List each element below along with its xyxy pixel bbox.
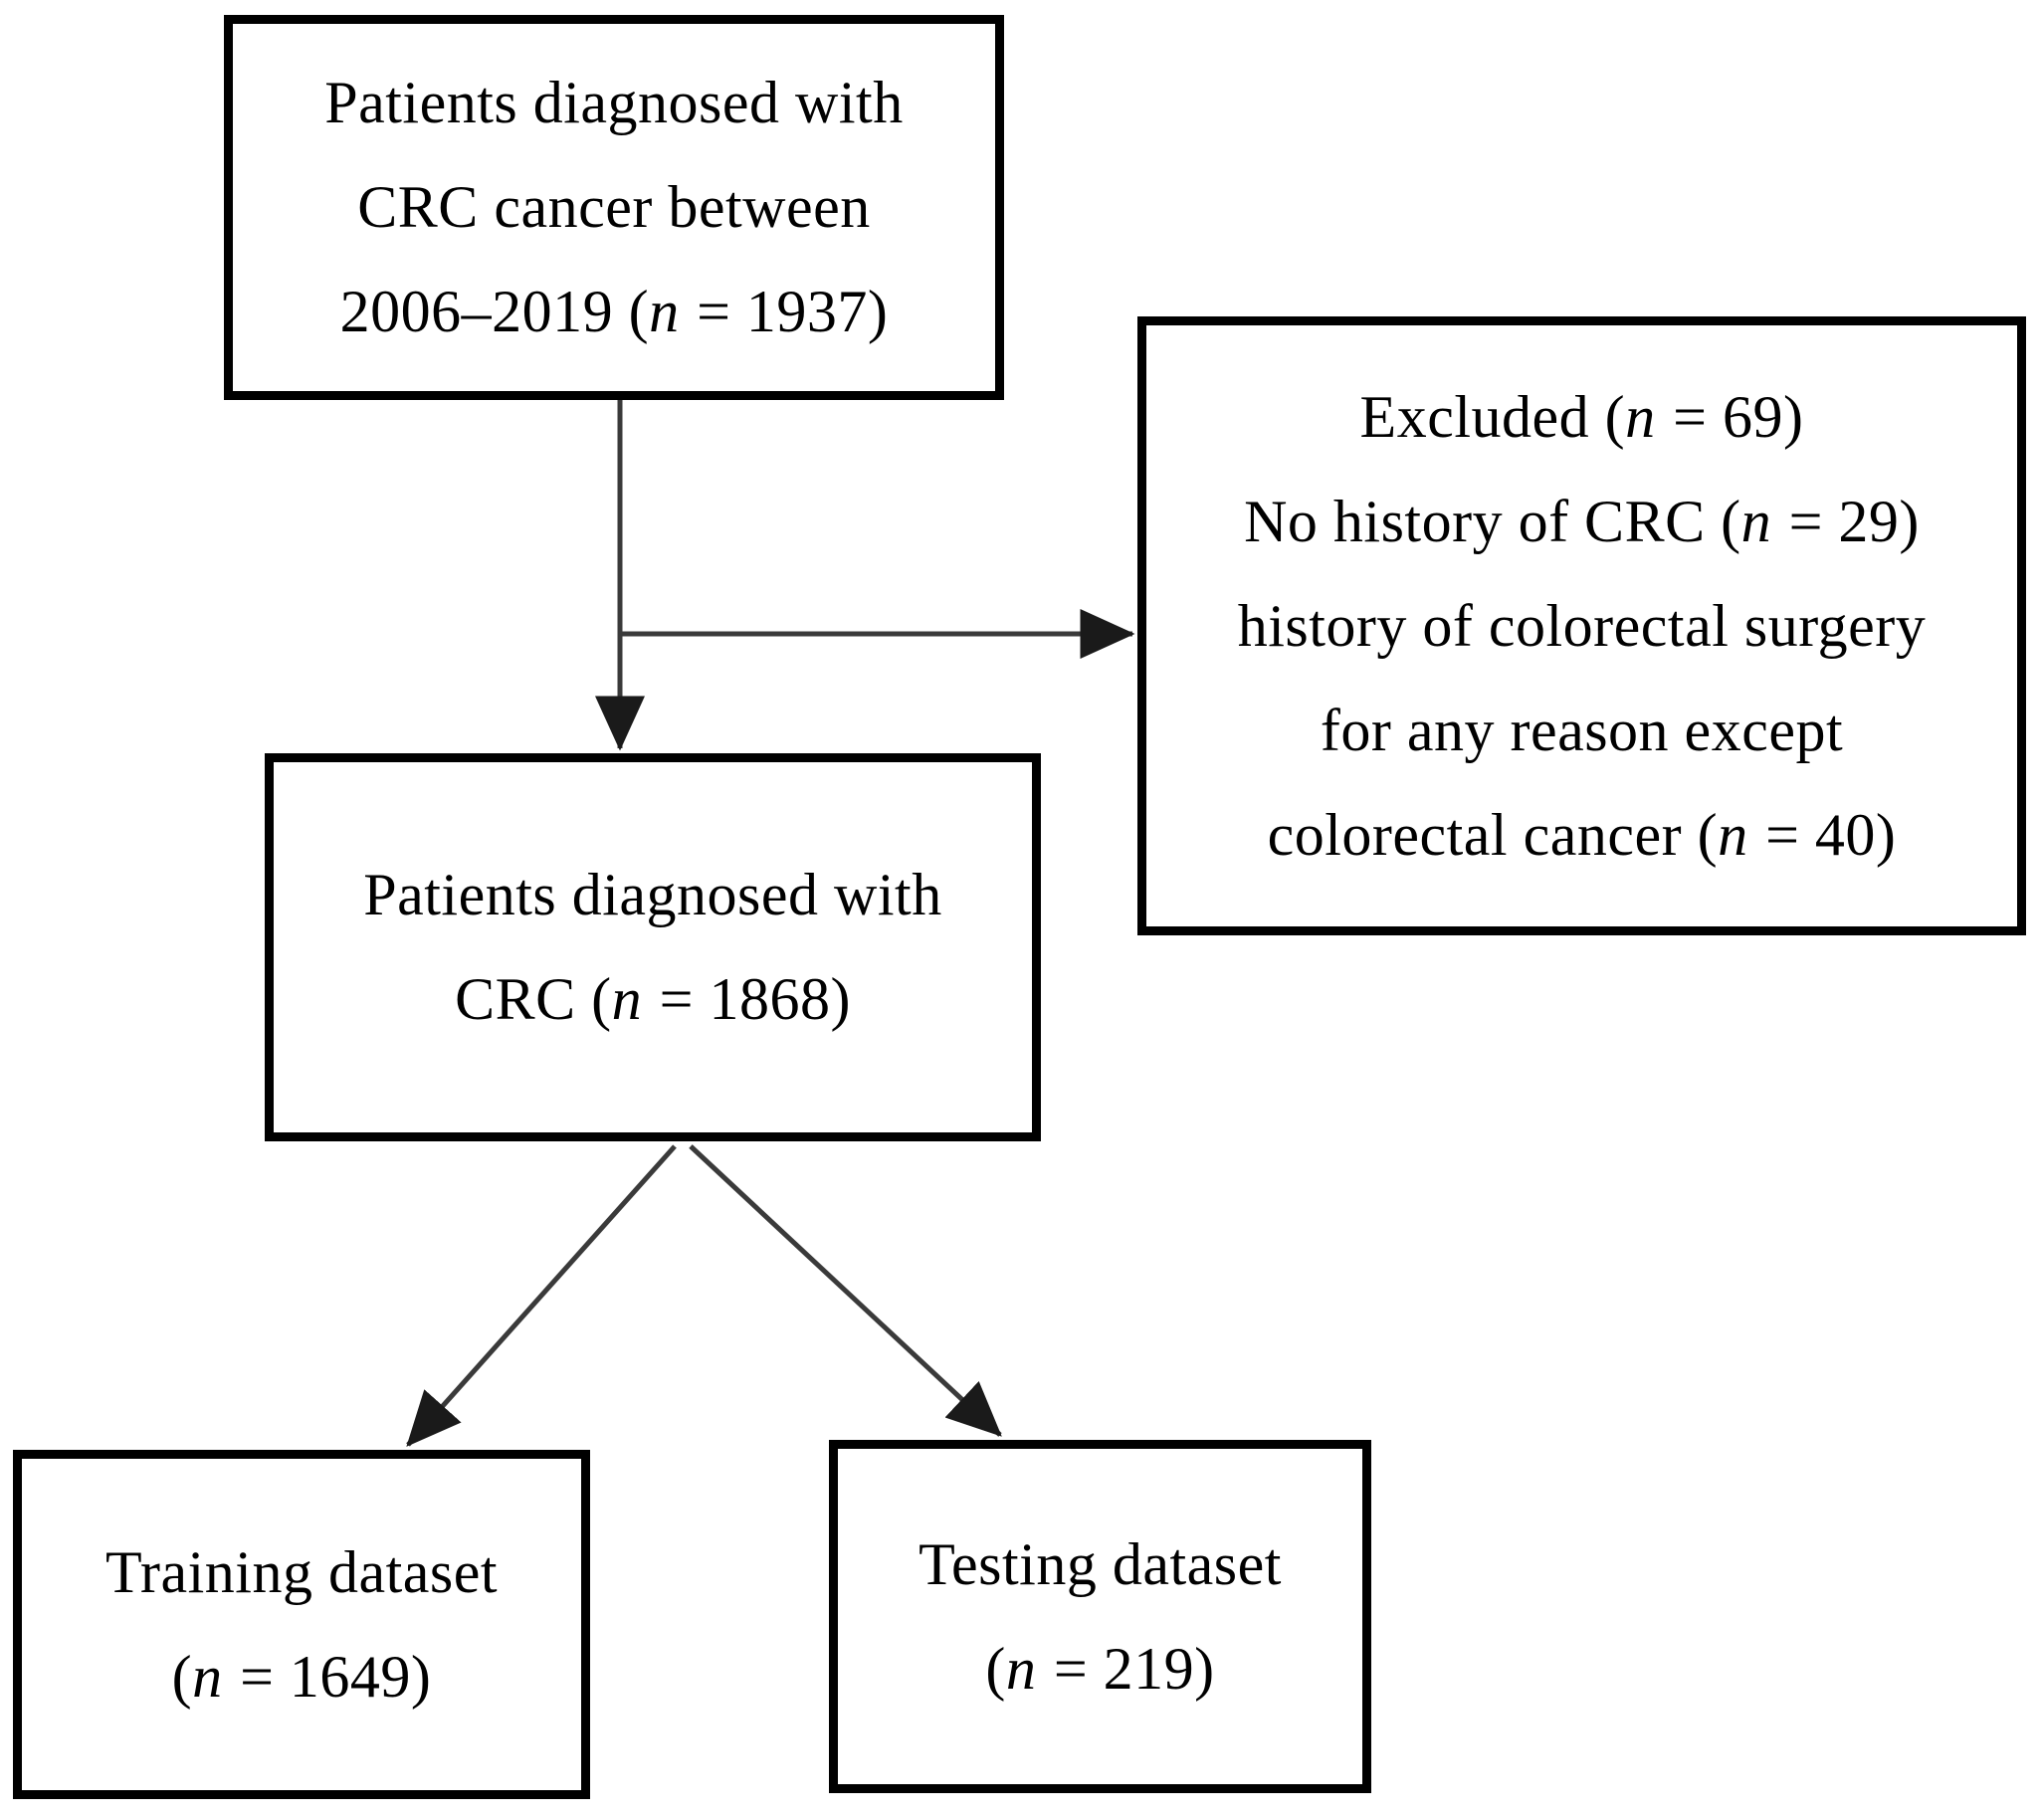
box-testing-dataset: Testing dataset (n = 219)	[829, 1440, 1371, 1793]
box-line: Testing dataset	[918, 1530, 1282, 1597]
box-line: Training dataset	[104, 1538, 499, 1605]
box-line: 2006–2019 (n = 1937)	[339, 279, 889, 344]
box-line: CRC cancer between	[357, 174, 871, 240]
box-line: No history of CRC (n = 29)	[1244, 488, 1920, 554]
box-line: (n = 219)	[985, 1635, 1215, 1702]
box-line: Patients diagnosed with	[324, 70, 904, 135]
box-line: (n = 1649)	[171, 1643, 432, 1710]
box-line: history of colorectal surgery	[1237, 592, 1927, 659]
box-line: colorectal cancer (n = 40)	[1267, 801, 1897, 868]
box-line: for any reason except	[1320, 697, 1844, 763]
box-line: Excluded (n = 69)	[1359, 383, 1804, 450]
box-line: Patients diagnosed with	[363, 862, 942, 927]
box-line: CRC (n = 1868)	[455, 966, 851, 1032]
box-training-dataset: Training dataset (n = 1649)	[13, 1450, 590, 1799]
box-excluded: Excluded (n = 69) No history of CRC (n = …	[1137, 316, 2026, 935]
arrow-eligible-to-testing	[689, 1144, 1002, 1437]
arrow-eligible-to-training	[406, 1144, 677, 1447]
